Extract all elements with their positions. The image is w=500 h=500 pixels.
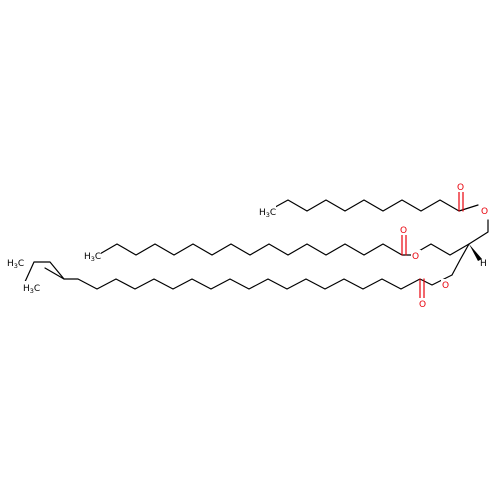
chain-middle-bonds	[97, 243, 413, 256]
atom-o-bottom-carbonyl: O	[419, 300, 426, 310]
chain-top-bonds	[267, 199, 479, 212]
stereo-wedge	[469, 244, 482, 261]
atom-o-middle-ester: O	[412, 252, 419, 262]
atom-o-top-carbonyl: O	[457, 183, 464, 193]
backbone-bond-c2-o	[451, 243, 470, 276]
atom-o-bottom-ester: O	[442, 281, 449, 291]
atom-o-top-ester: O	[481, 207, 488, 217]
backbone-bonds	[411, 219, 489, 256]
methyl-middle: H3C	[84, 252, 101, 263]
methyl-top: H3C	[259, 208, 276, 219]
methyl-ethyl: H3C	[7, 259, 24, 270]
chain-bottom	[23, 261, 453, 301]
methyl-branch: H3C	[23, 284, 40, 295]
atom-o-middle-carbonyl: O	[400, 226, 407, 236]
chain-bottom-ethyl	[23, 261, 65, 285]
chain-bottom-bonds	[44, 267, 453, 290]
glycerol-backbone	[411, 219, 489, 276]
chain-top	[267, 190, 479, 212]
atom-h-stereo: H	[480, 259, 487, 269]
chain-middle	[97, 233, 413, 256]
atom-labels: O O O O O O H H3C H3C H3C H3C	[6, 181, 491, 310]
